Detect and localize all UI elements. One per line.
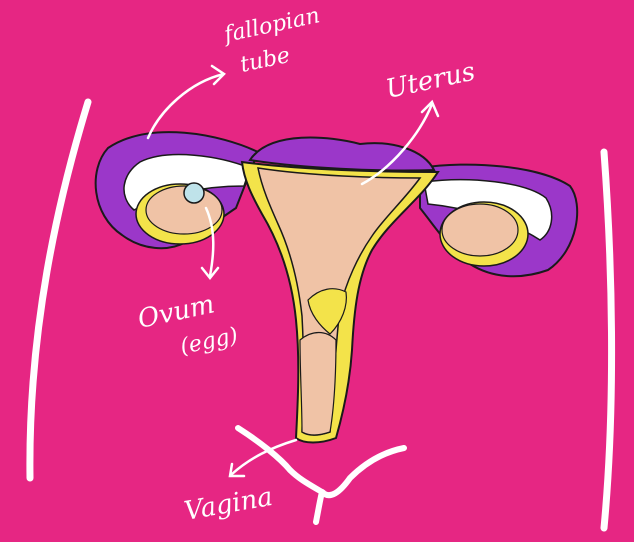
ovum <box>184 183 204 203</box>
ovum-label-line2: (egg) <box>178 323 240 360</box>
vagina-label: Vagina <box>182 482 275 527</box>
ovum-label-line1: Ovum <box>135 289 217 334</box>
fallopian-tube-label-line1: fallopian <box>220 3 322 48</box>
fallopian-tube-arrow <box>148 66 224 138</box>
right-ovary-inner <box>442 204 518 256</box>
vulva-line-center <box>290 470 322 522</box>
uterus-label: Uterus <box>383 57 478 105</box>
body-outline-left <box>30 102 88 478</box>
body-outline-right <box>604 152 612 528</box>
vulva-line-right <box>322 448 404 495</box>
fallopian-tube-label-line2: tube <box>238 43 292 78</box>
vaginal-canal <box>300 333 336 436</box>
